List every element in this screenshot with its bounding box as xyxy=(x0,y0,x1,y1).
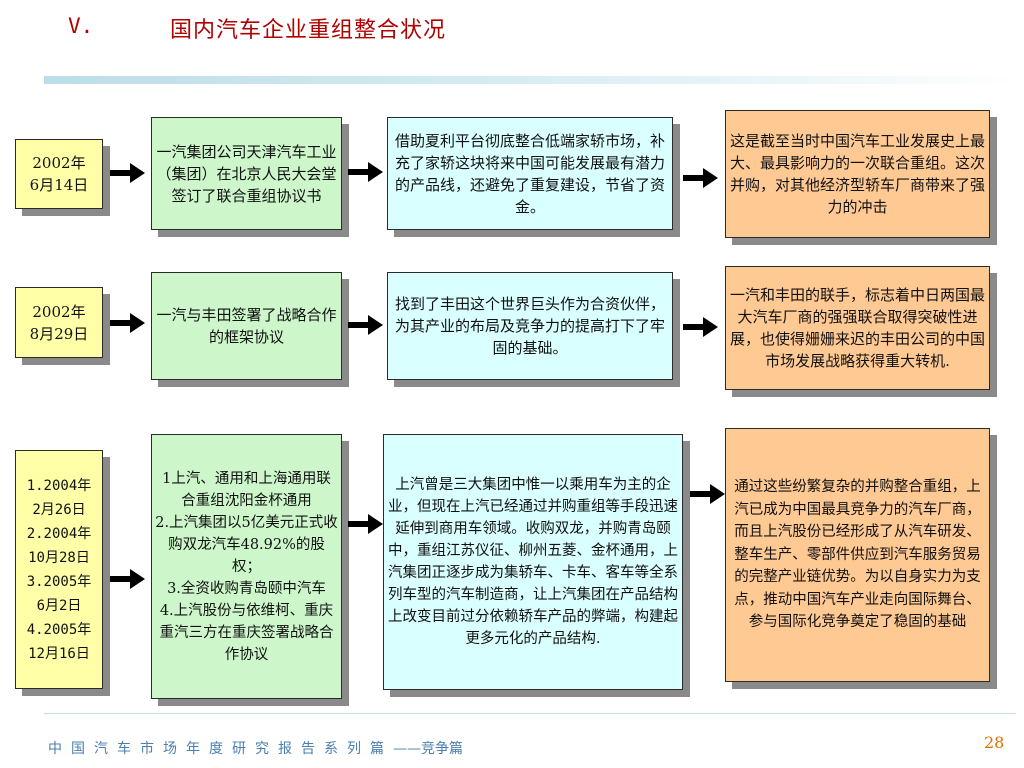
date-text-row3: 1.2004年 2月26日 2.2004年 10月28日 3.2005年 6月2… xyxy=(26,477,92,662)
footer-series: 中国汽车市场年度研究报告系列篇 xyxy=(48,741,393,757)
impact-text-row1: 这是截至当时中国汽车工业发展史上最大、最具影响力的一次联合重组。这次并购，对其他… xyxy=(729,132,985,216)
footer-tail: ——竞争篇 xyxy=(393,741,463,757)
date-box-row1: 2002年 6月14日 xyxy=(15,139,103,209)
event-text-row2: 一汽与丰田签署了战略合作的框架协议 xyxy=(156,306,337,346)
title-divider xyxy=(44,76,1016,84)
event-box-row3: 1上汽、通用和上海通用联合重组沈阳金杯通用 2.上汽集团以5亿美元正式收购双龙汽… xyxy=(151,434,342,699)
event-box-row2: 一汽与丰田签署了战略合作的框架协议 xyxy=(151,272,342,380)
footer-series-title: 中国汽车市场年度研究报告系列篇——竞争篇 xyxy=(48,738,463,758)
arrow-icon-row1-c xyxy=(683,168,718,188)
arrow-icon-row3-a xyxy=(110,569,145,589)
impact-box-row1: 这是截至当时中国汽车工业发展史上最大、最具影响力的一次联合重组。这次并购，对其他… xyxy=(725,110,990,238)
arrow-icon-row1-b xyxy=(348,162,383,182)
date-box-row3: 1.2004年 2月26日 2.2004年 10月28日 3.2005年 6月2… xyxy=(15,450,103,689)
arrow-icon-row2-c xyxy=(683,317,718,337)
detail-box-row3: 上汽曾是三大集团中惟一以乘用车为主的企业，但现在上汽已经通过并购重组等手段迅速延… xyxy=(383,434,683,690)
impact-box-row2: 一汽和丰田的联手，标志着中日两国最大汽车厂商的强强联合取得突破性进展，也使得姗姗… xyxy=(725,266,990,390)
impact-text-row2: 一汽和丰田的联手，标志着中日两国最大汽车厂商的强强联合取得突破性进展，也使得姗姗… xyxy=(729,286,985,370)
detail-text-row1: 借助夏利平台彻底整合低端家轿市场，补充了家轿这块将来中国可能发展最有潜力的产品线… xyxy=(394,131,665,216)
arrow-icon-row2-a xyxy=(110,313,145,333)
impact-text-row3: 通过这些纷繁复杂的并购整合重组，上汽已成为中国最具竞争力的汽车厂商，而且上汽股份… xyxy=(734,479,981,631)
page-number: 28 xyxy=(984,733,1005,752)
arrow-icon-row2-b xyxy=(348,315,383,335)
date-text-row2: 2002年 8月29日 xyxy=(29,302,89,343)
arrow-icon-row3-b xyxy=(348,514,383,534)
footer-divider xyxy=(44,713,1016,714)
date-text-row1: 2002年 6月14日 xyxy=(29,154,89,194)
detail-box-row2: 找到了丰田这个世界巨头作为合资伙伴，为其产业的布局及竞争力的提高打下了牢固的基础… xyxy=(387,272,673,380)
arrow-icon-row1-a xyxy=(110,163,145,183)
event-text-row1: 一汽集团公司天津汽车工业（集团）在北京人民大会堂签订了联合重组协议书 xyxy=(156,142,337,205)
page-title: 国内汽车企业重组整合状况 xyxy=(170,18,447,43)
event-box-row1: 一汽集团公司天津汽车工业（集团）在北京人民大会堂签订了联合重组协议书 xyxy=(151,117,342,230)
arrow-icon-row3-c xyxy=(690,484,725,504)
detail-box-row1: 借助夏利平台彻底整合低端家轿市场，补充了家轿这块将来中国可能发展最有潜力的产品线… xyxy=(387,117,673,230)
impact-box-row3: 通过这些纷繁复杂的并购整合重组，上汽已成为中国最具竞争力的汽车厂商，而且上汽股份… xyxy=(725,428,990,682)
event-text-row3: 1上汽、通用和上海通用联合重组沈阳金杯通用 2.上汽集团以5亿美元正式收购双龙汽… xyxy=(155,470,338,663)
detail-text-row3: 上汽曾是三大集团中惟一以乘用车为主的企业，但现在上汽已经通过并购重组等手段迅速延… xyxy=(388,477,678,647)
section-number: V. xyxy=(68,14,94,38)
detail-text-row2: 找到了丰田这个世界巨头作为合资伙伴，为其产业的布局及竞争力的提高打下了牢固的基础… xyxy=(394,295,665,357)
date-box-row2: 2002年 8月29日 xyxy=(15,287,103,358)
